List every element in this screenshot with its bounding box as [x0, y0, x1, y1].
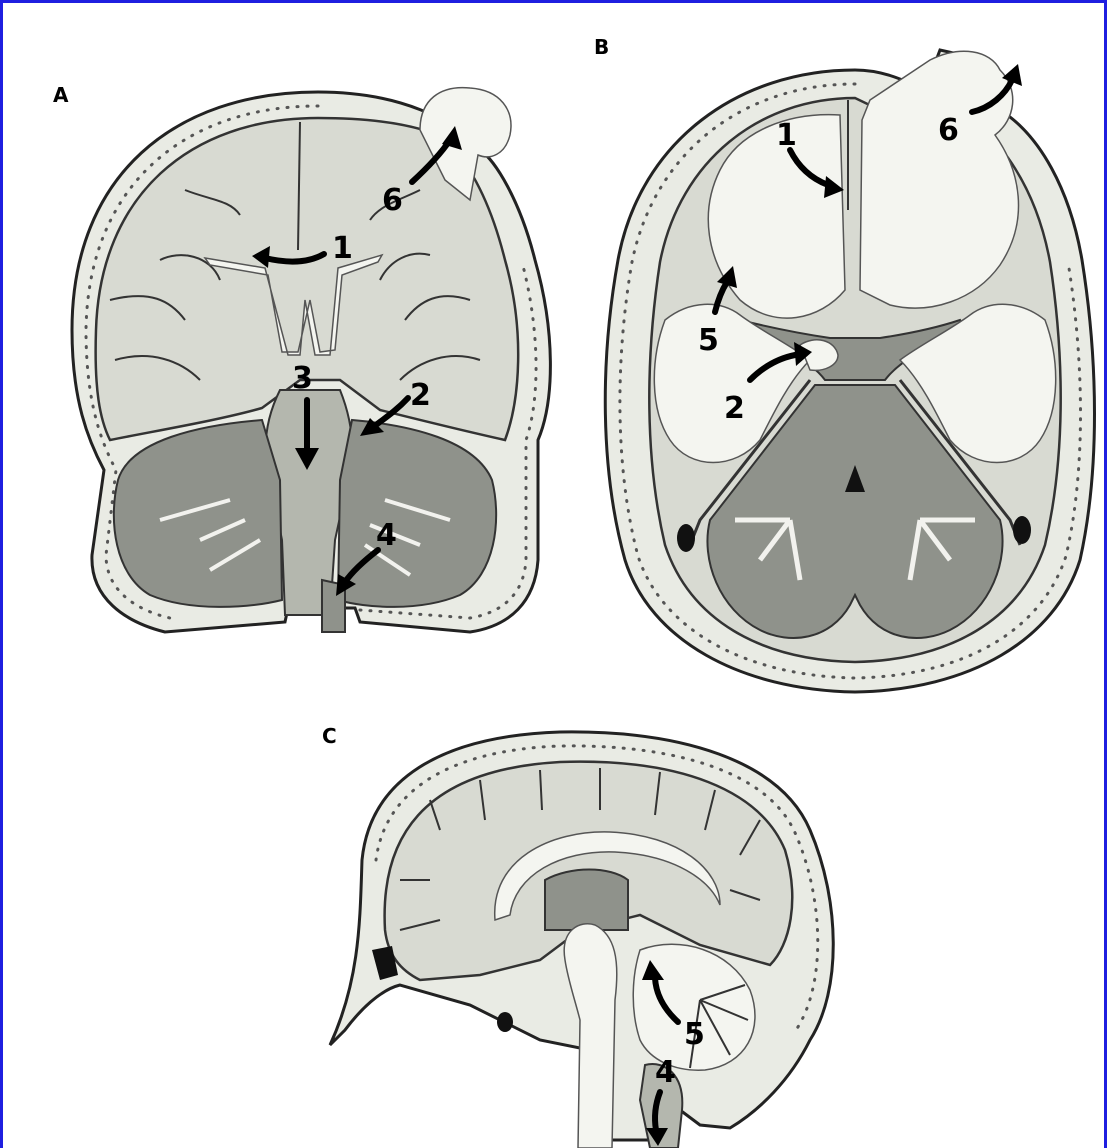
panel-a: A 1 2 3 4 6: [53, 83, 550, 632]
panel-c-ventricle: [545, 870, 628, 931]
panel-a-num-4: 4: [376, 518, 397, 553]
panel-c-num-5: 5: [684, 1017, 705, 1052]
panel-b-num-1: 1: [776, 118, 797, 153]
panel-c-label: C: [322, 724, 337, 748]
panel-b-num-2: 2: [724, 391, 745, 426]
panel-a-num-3: 3: [292, 361, 313, 396]
panel-b-num-6: 6: [938, 113, 959, 148]
panel-b: B 1: [594, 35, 1095, 692]
panel-b-sinus-right: [1013, 516, 1031, 544]
panel-b-num-5: 5: [698, 323, 719, 358]
panel-b-sinus-left: [677, 524, 695, 552]
panel-c-num-4: 4: [655, 1055, 676, 1090]
panel-b-label: B: [594, 35, 609, 59]
panel-a-num-1: 1: [332, 231, 353, 266]
panel-a-label: A: [53, 83, 69, 107]
panel-a-num-6: 6: [382, 183, 403, 218]
panel-c: C 5 4: [322, 724, 833, 1148]
panel-c-pituitary: [497, 1012, 513, 1032]
panel-a-num-2: 2: [410, 378, 431, 413]
